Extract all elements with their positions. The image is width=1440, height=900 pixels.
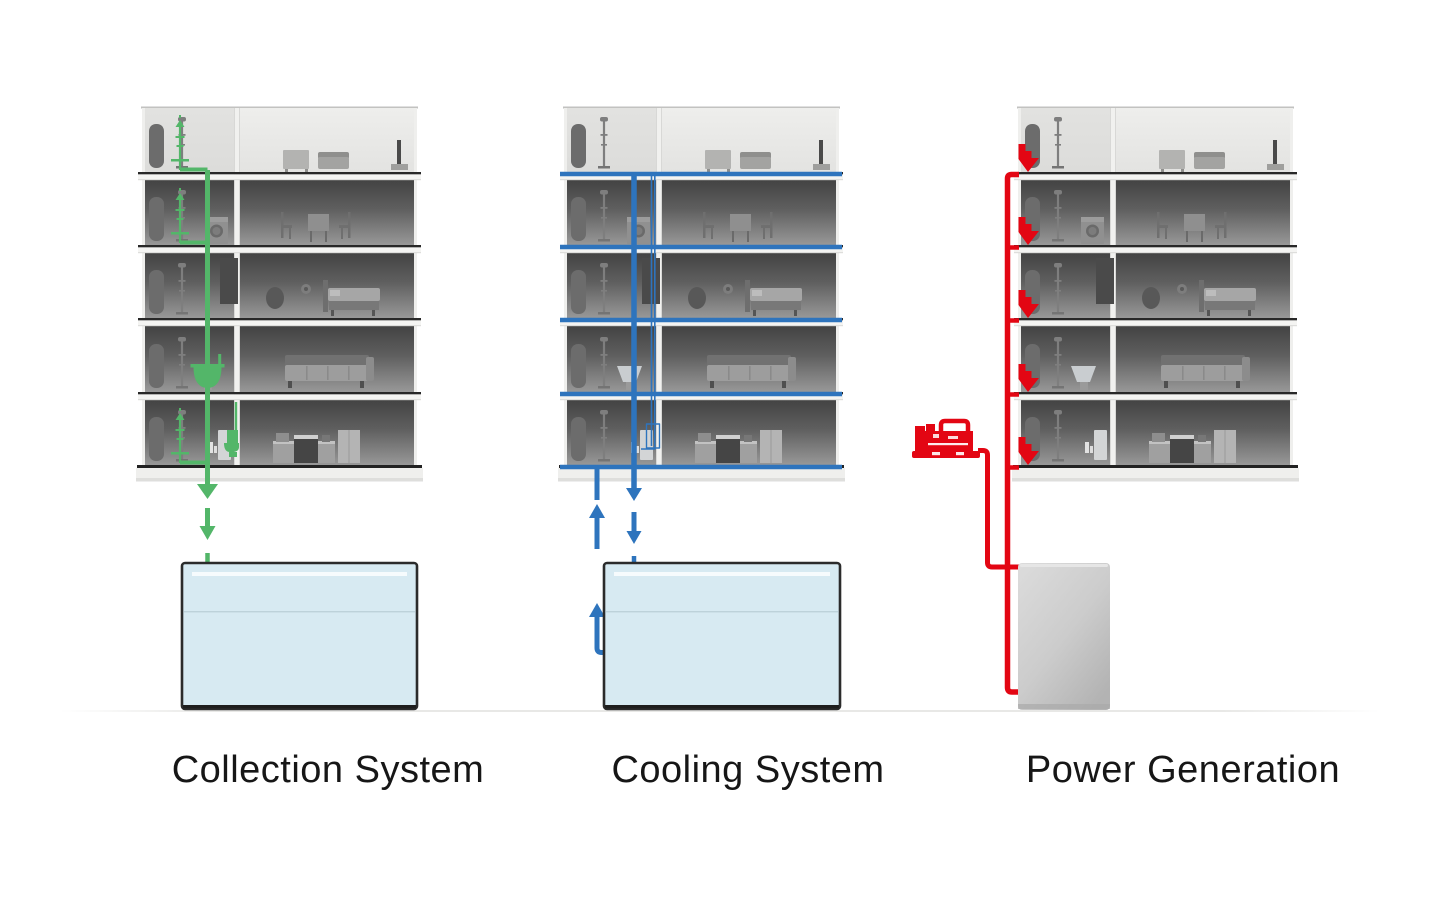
down-arrow-icon (199, 526, 216, 540)
up-arrow-icon (589, 603, 605, 617)
toilet-icon (224, 402, 239, 457)
label-power-generation: Power Generation (1025, 749, 1341, 791)
label-collection-system: Collection System (171, 749, 485, 791)
down-arrow-icon (626, 531, 642, 544)
building-power (1012, 107, 1299, 482)
collection-pipe-network (171, 115, 239, 567)
power-distribution-network (912, 144, 1039, 695)
ground-line (60, 710, 1380, 712)
cooling-water-tank (602, 561, 842, 711)
cooling-pipe-network (560, 171, 842, 655)
down-arrow-icon (626, 488, 642, 501)
up-arrow-icon (589, 504, 605, 518)
power-unit (1018, 563, 1110, 710)
down-arrow-icon (197, 484, 218, 499)
label-cooling-system: Cooling System (611, 749, 885, 791)
generator-icon (912, 418, 980, 458)
building-cooling (558, 107, 845, 482)
collection-water-tank (180, 561, 419, 711)
